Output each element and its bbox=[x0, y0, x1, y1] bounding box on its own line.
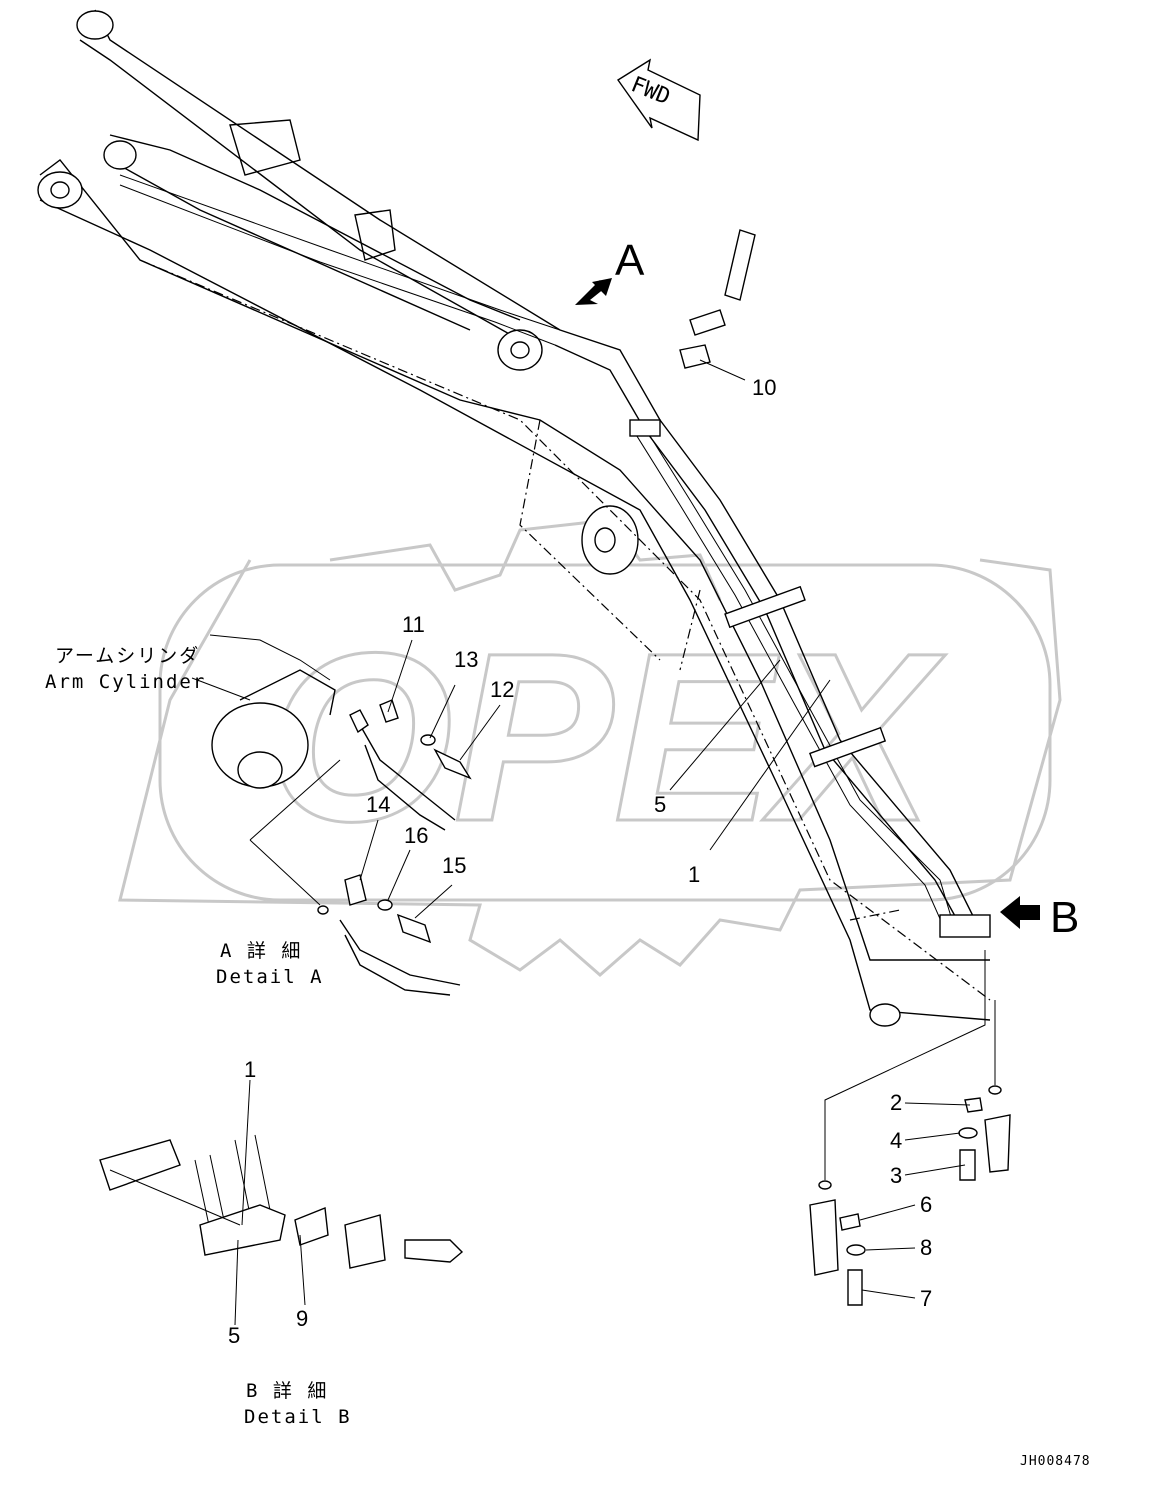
leader-lines bbox=[234, 359, 971, 1326]
detail-b-jp: B 詳 細 bbox=[246, 1380, 328, 1402]
callout-5-main: 5 bbox=[654, 792, 666, 817]
view-letter-b: B bbox=[1050, 893, 1079, 942]
callout-8: 8 bbox=[920, 1235, 932, 1260]
arm-cylinder-jp: アームシリンダ bbox=[55, 645, 200, 667]
detail-a-drawing bbox=[209, 634, 472, 996]
fwd-arrow-icon bbox=[617, 58, 701, 142]
detail-b-clamps bbox=[809, 950, 1011, 1306]
hydraulic-pipes bbox=[119, 174, 991, 938]
callout-11: 11 bbox=[402, 612, 425, 637]
callout-1-main: 1 bbox=[688, 862, 700, 887]
callout-9: 9 bbox=[296, 1306, 308, 1331]
watermark-gear bbox=[118, 518, 1062, 977]
view-letter-a: A bbox=[615, 236, 645, 285]
arm-cylinder-upper bbox=[76, 9, 561, 371]
callout-13: 13 bbox=[454, 647, 478, 672]
fwd-label: FWD bbox=[627, 72, 673, 110]
callout-10: 10 bbox=[752, 375, 776, 400]
detail-b-drawing bbox=[99, 1134, 464, 1269]
callout-2: 2 bbox=[890, 1090, 902, 1115]
callout-12: 12 bbox=[490, 677, 514, 702]
callout-1-detail: 1 bbox=[244, 1057, 256, 1082]
detail-a-en: Detail A bbox=[216, 966, 324, 988]
arrow-b-icon bbox=[1000, 896, 1040, 929]
labels: アームシリンダ Arm Cylinder A 詳 細 Detail A B 詳 … bbox=[45, 645, 1091, 1469]
fwd-arrow: FWD bbox=[617, 58, 701, 142]
callout-6: 6 bbox=[920, 1192, 932, 1217]
arm-cylinder-en: Arm Cylinder bbox=[45, 671, 206, 693]
callout-4: 4 bbox=[890, 1128, 902, 1153]
callout-16: 16 bbox=[404, 823, 428, 848]
callout-3: 3 bbox=[890, 1163, 902, 1188]
drawing-code: JH008478 bbox=[1020, 1454, 1091, 1469]
callout-14: 14 bbox=[366, 792, 390, 817]
callout-5-detail: 5 bbox=[228, 1323, 240, 1348]
callout-15: 15 bbox=[442, 853, 466, 878]
watermark-logo: OPEX bbox=[118, 518, 1062, 977]
callout-7: 7 bbox=[920, 1286, 932, 1311]
view-marker-b: B bbox=[1000, 893, 1079, 942]
detail-a-jp: A 詳 細 bbox=[220, 940, 302, 962]
arm-body bbox=[37, 134, 991, 1027]
watermark-text: OPEX bbox=[267, 603, 947, 871]
callouts: 10 5 1 11 13 12 14 16 15 2 4 3 6 8 7 1 5… bbox=[228, 375, 932, 1348]
view-marker-a: A bbox=[575, 236, 645, 305]
detail-b-en: Detail B bbox=[244, 1406, 352, 1428]
